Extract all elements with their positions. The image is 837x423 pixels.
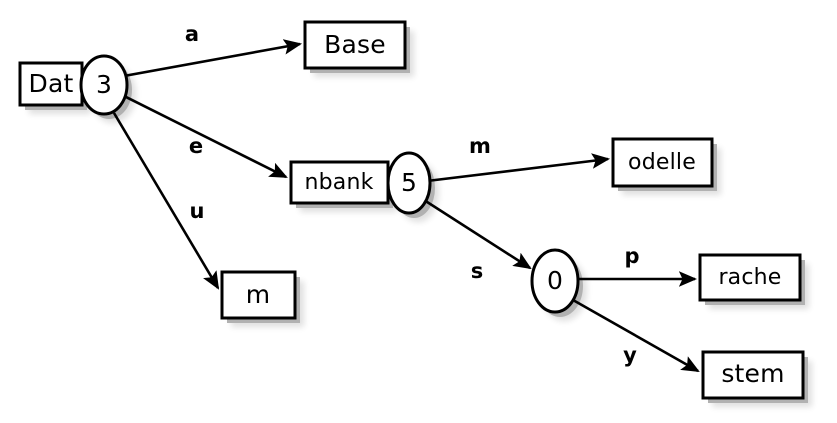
node-m-box-rect <box>220 270 297 320</box>
node-dat-state[interactable]: 3 <box>79 54 129 116</box>
edge-e-line <box>123 94 288 179</box>
node-dat-state-label: 3 <box>96 70 112 99</box>
node-rache[interactable]: rache <box>698 253 802 302</box>
edge-label-edge-a: a <box>185 22 199 46</box>
node-base-label: Base <box>324 30 386 59</box>
node-nbank-state-label: 5 <box>401 168 417 197</box>
node-zero-state-label: 0 <box>547 266 563 295</box>
node-stem-rect <box>701 350 805 400</box>
node-base-rect <box>303 20 407 70</box>
node-zero-state-ellipse <box>530 248 580 314</box>
node-dat-state-ellipse <box>79 54 129 116</box>
edge-label-edge-y: y <box>623 343 637 367</box>
node-odelle-label: odelle <box>628 150 696 175</box>
node-base[interactable]: Base <box>303 20 407 70</box>
edge-y-line <box>572 298 700 373</box>
node-m-box[interactable]: m <box>220 270 297 320</box>
edge-u-line <box>112 112 220 290</box>
edge-label-edge-u: u <box>190 199 205 223</box>
node-rache-label: rache <box>718 265 781 290</box>
node-odelle[interactable]: odelle <box>611 137 714 188</box>
edge-label-edge-s: s <box>471 259 484 283</box>
node-nbank[interactable]: nbank <box>289 160 390 205</box>
node-nbank-rect <box>289 160 390 205</box>
node-zero-state[interactable]: 0 <box>530 248 580 314</box>
node-rache-rect <box>698 253 802 302</box>
edge-label-edge-p: p <box>624 244 639 268</box>
node-stem-label: stem <box>721 359 784 388</box>
node-nbank-label: nbank <box>304 170 373 195</box>
edge-m-line <box>426 153 611 183</box>
edge-a-line <box>123 39 303 78</box>
node-m-box-label: m <box>246 280 271 309</box>
node-dat-label: Dat <box>29 69 74 98</box>
node-nbank-state-ellipse <box>386 151 432 215</box>
node-odelle-rect <box>611 137 714 188</box>
edge-label-edge-m: m <box>469 134 491 158</box>
node-stem[interactable]: stem <box>701 350 805 400</box>
node-nbank-state[interactable]: 5 <box>386 151 432 215</box>
edge-s-line <box>423 198 532 270</box>
edge-label-edge-e: e <box>189 134 203 158</box>
